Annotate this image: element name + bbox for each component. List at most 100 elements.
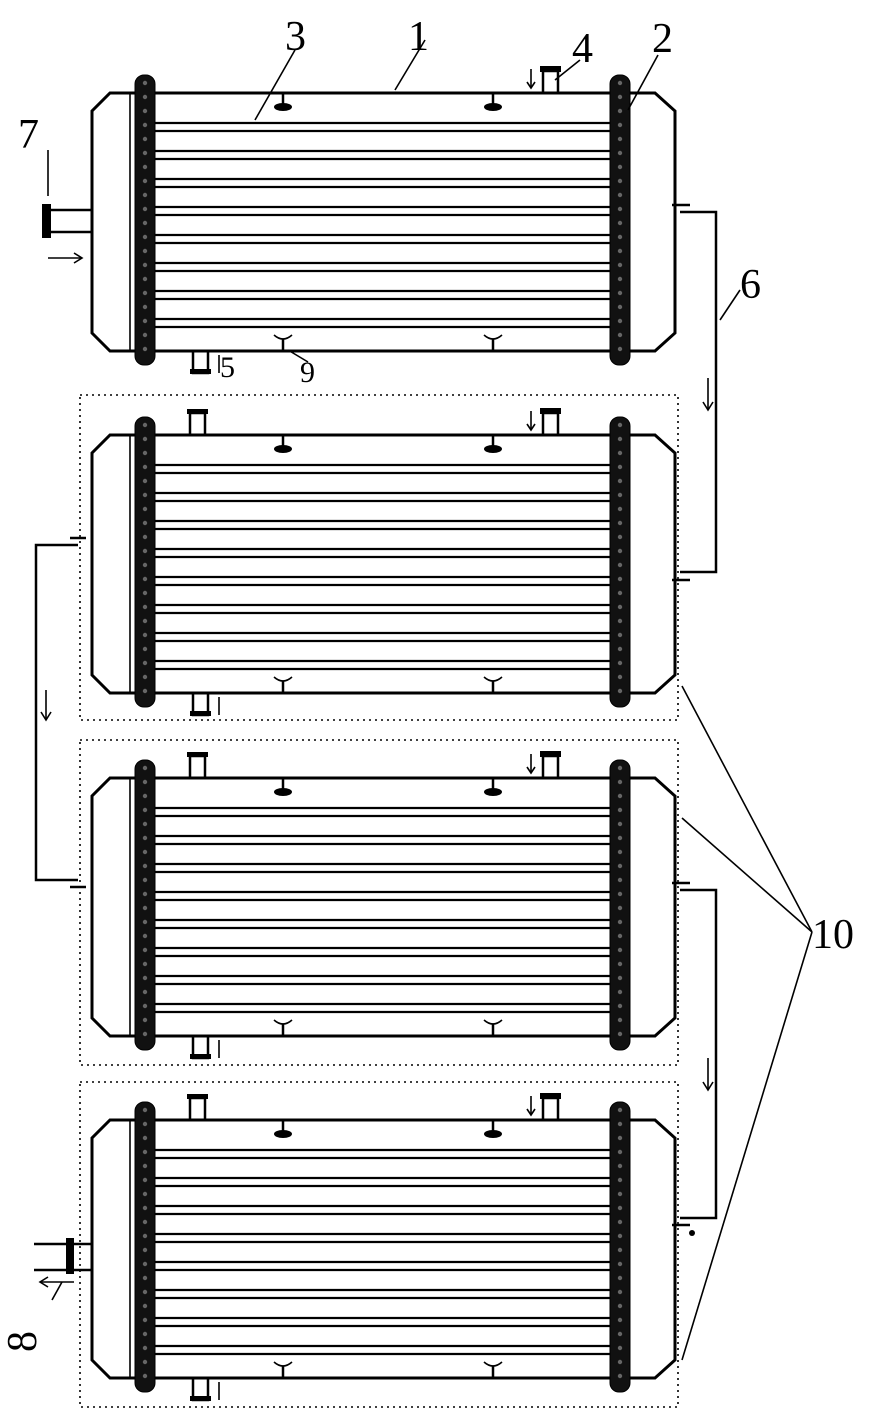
vent-nozzle bbox=[188, 1096, 207, 1120]
tube-sheet-hole bbox=[142, 492, 148, 498]
tube-sheet-hole bbox=[617, 688, 623, 694]
tube-sheet-hole bbox=[142, 835, 148, 841]
tube-sheet-hole bbox=[617, 576, 623, 582]
connecting-pipe-1-2 bbox=[672, 203, 718, 582]
tube-sheet-hole bbox=[142, 660, 148, 666]
tube-sheet-hole bbox=[617, 164, 623, 170]
inlet-flange bbox=[540, 408, 561, 414]
label-inlet-nozzle: 4 bbox=[572, 26, 593, 72]
tube-sheet-hole bbox=[617, 234, 623, 240]
label-heat-tube: 3 bbox=[285, 14, 306, 60]
tube-sheet-right bbox=[609, 1101, 631, 1393]
exchanger-unit-4 bbox=[90, 1093, 677, 1402]
tube-sheet-hole bbox=[142, 891, 148, 897]
label-fluid-outlet: 8 bbox=[0, 1331, 46, 1352]
tube-sheet-hole bbox=[142, 618, 148, 624]
group-box-unit-3 bbox=[79, 739, 679, 1066]
tube-sheet-hole bbox=[142, 877, 148, 883]
inlet-flange bbox=[540, 751, 561, 757]
tube-sheet-hole bbox=[617, 1247, 623, 1253]
tube-sheet-hole bbox=[142, 1373, 148, 1379]
fluid-inlet bbox=[42, 204, 92, 264]
tube-sheet-hole bbox=[142, 1303, 148, 1309]
support-top-foot bbox=[484, 103, 502, 111]
tube-sheet-hole bbox=[142, 478, 148, 484]
tube-sheet-hole bbox=[617, 122, 623, 128]
tube-sheet-hole bbox=[142, 975, 148, 981]
tube-sheet-hole bbox=[617, 604, 623, 610]
inlet-flange bbox=[540, 1093, 561, 1099]
tube-sheet-hole bbox=[617, 1121, 623, 1127]
tube-sheet-hole bbox=[142, 206, 148, 212]
label-outlet-nozzle: 5 bbox=[220, 351, 235, 384]
tube-sheet-hole bbox=[617, 318, 623, 324]
tube-sheet-hole bbox=[142, 464, 148, 470]
tube-sheet-hole bbox=[617, 80, 623, 86]
tube-sheet-hole bbox=[617, 933, 623, 939]
tube-sheet-hole bbox=[617, 450, 623, 456]
tube-sheet-hole bbox=[142, 947, 148, 953]
tube-sheet-hole bbox=[617, 1191, 623, 1197]
tube-sheet-hole bbox=[142, 1345, 148, 1351]
support-top-foot bbox=[484, 445, 502, 453]
tube-sheet-hole bbox=[142, 849, 148, 855]
inlet-arrow-head bbox=[526, 81, 536, 90]
tube-sheet-hole bbox=[142, 562, 148, 568]
tube-sheet-hole bbox=[617, 849, 623, 855]
tube-sheet-hole bbox=[142, 1275, 148, 1281]
tube-sheet-hole bbox=[617, 436, 623, 442]
tube-sheet-left bbox=[134, 759, 156, 1051]
tube-sheet-hole bbox=[142, 1205, 148, 1211]
tube-sheet-hole bbox=[142, 506, 148, 512]
inlet-arrow-head bbox=[526, 423, 536, 432]
label-unit-group: 10 bbox=[812, 912, 854, 958]
tube-sheet-hole bbox=[142, 192, 148, 198]
tube-sheet-hole bbox=[142, 632, 148, 638]
support-top-foot bbox=[274, 788, 292, 796]
tube-sheet-hole bbox=[617, 618, 623, 624]
tube-sheet-hole bbox=[617, 220, 623, 226]
tube-sheet-hole bbox=[617, 1275, 623, 1281]
support-bottom-foot bbox=[483, 334, 503, 340]
tube-sheet-hole bbox=[142, 933, 148, 939]
tube-sheet-hole bbox=[617, 961, 623, 967]
tube-sheet-hole bbox=[142, 590, 148, 596]
inlet-arrow-head bbox=[526, 766, 536, 775]
tube-sheet-left bbox=[134, 74, 156, 366]
tube-sheet-hole bbox=[617, 1177, 623, 1183]
outlet-flange bbox=[190, 1054, 211, 1059]
tube-sheet-hole bbox=[142, 821, 148, 827]
support-bottom-foot bbox=[483, 1019, 503, 1025]
tube-sheet-hole bbox=[617, 765, 623, 771]
tube-sheet-hole bbox=[617, 1205, 623, 1211]
tube-sheet-hole bbox=[142, 534, 148, 540]
tube-sheet-hole bbox=[617, 793, 623, 799]
tube-sheet-hole bbox=[142, 961, 148, 967]
inlet-nozzle bbox=[541, 69, 560, 93]
tube-sheet-hole bbox=[617, 919, 623, 925]
tube-sheet-hole bbox=[142, 178, 148, 184]
tube-sheet-hole bbox=[142, 1233, 148, 1239]
exchanger-units bbox=[90, 66, 677, 1402]
tube-sheet-hole bbox=[617, 779, 623, 785]
tube-sheet-hole bbox=[142, 1331, 148, 1337]
tube-sheet-hole bbox=[142, 1191, 148, 1197]
tube-sheet-hole bbox=[142, 1031, 148, 1037]
tube-sheet-hole bbox=[142, 136, 148, 142]
tube-sheet-hole bbox=[617, 1303, 623, 1309]
tube-sheet-hole bbox=[617, 835, 623, 841]
tube-sheet-hole bbox=[617, 478, 623, 484]
tube-sheet-hole bbox=[142, 1121, 148, 1127]
tube-sheet-hole bbox=[617, 1107, 623, 1113]
tube-sheet-hole bbox=[142, 290, 148, 296]
tube-sheet-hole bbox=[142, 779, 148, 785]
tube-sheet-hole bbox=[617, 276, 623, 282]
tube-sheet-hole bbox=[617, 94, 623, 100]
tube-sheet-right bbox=[609, 74, 631, 366]
tube-sheet-hole bbox=[142, 807, 148, 813]
support-top-foot bbox=[274, 103, 292, 111]
tube-sheet-hole bbox=[142, 346, 148, 352]
tube-sheet-hole bbox=[617, 1233, 623, 1239]
tube-sheet-hole bbox=[142, 793, 148, 799]
tube-sheet-hole bbox=[142, 94, 148, 100]
